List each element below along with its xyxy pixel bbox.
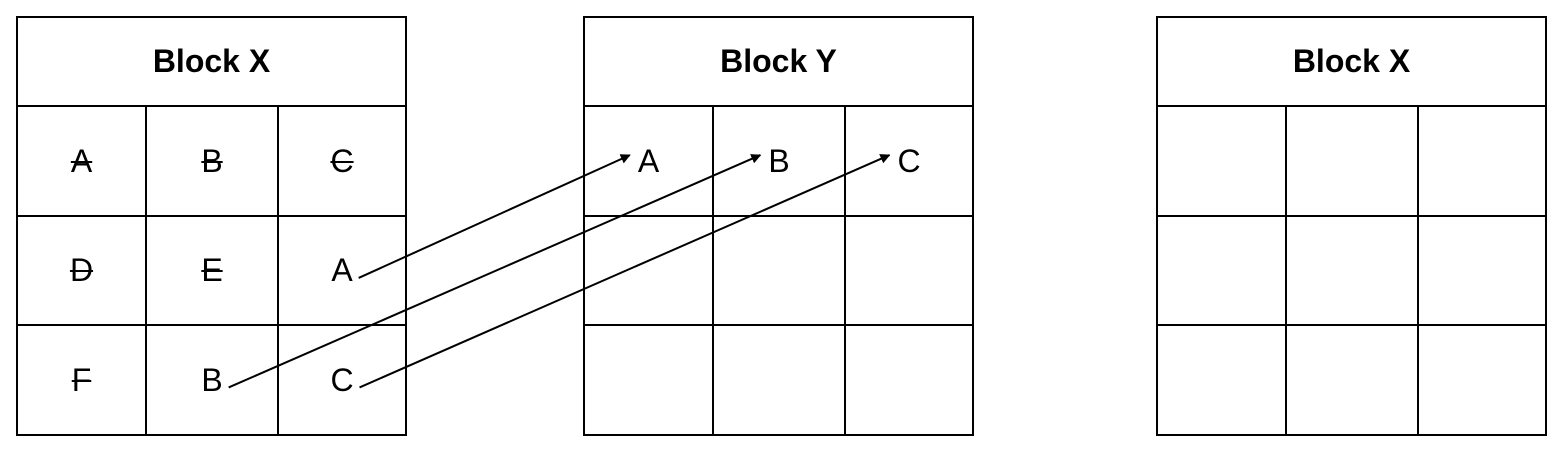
- page-cell: [1158, 326, 1287, 434]
- page-grid: A B C: [585, 107, 972, 434]
- page-cell: [1419, 326, 1545, 434]
- page-cell: [714, 217, 846, 326]
- block-title: Block X: [1158, 18, 1545, 107]
- page-cell: [1158, 107, 1287, 217]
- block-title: Block Y: [585, 18, 972, 107]
- page-cell: C: [846, 107, 972, 217]
- page-cell: [1287, 107, 1419, 217]
- page-cell: A: [279, 217, 405, 326]
- block-x-source: Block X A B C D E A F B C: [16, 16, 407, 436]
- page-cell: [585, 217, 714, 326]
- page-grid: [1158, 107, 1545, 434]
- page-cell: B: [714, 107, 846, 217]
- page-cell: A: [585, 107, 714, 217]
- page-cell: A: [18, 107, 147, 217]
- block-title: Block X: [18, 18, 405, 107]
- page-cell: [846, 326, 972, 434]
- page-cell: C: [330, 361, 354, 398]
- page-cell: [1287, 326, 1419, 434]
- page-cell: [1158, 217, 1287, 326]
- page-cell: C: [279, 107, 405, 217]
- page-cell: F: [18, 326, 147, 434]
- page-cell: E: [147, 217, 279, 326]
- page-cell: [1287, 217, 1419, 326]
- page-cell: [1419, 107, 1545, 217]
- page-cell: [585, 326, 714, 434]
- page-cell: [846, 217, 972, 326]
- page-cell: [1419, 217, 1545, 326]
- block-y: Block Y A B C: [583, 16, 974, 436]
- page-cell: [714, 326, 846, 434]
- block-x-erased: Block X: [1156, 16, 1547, 436]
- page-grid: A B C D E A F B C: [18, 107, 405, 434]
- page-cell: B: [147, 326, 279, 434]
- page-cell: B: [147, 107, 279, 217]
- page-cell: D: [18, 217, 147, 326]
